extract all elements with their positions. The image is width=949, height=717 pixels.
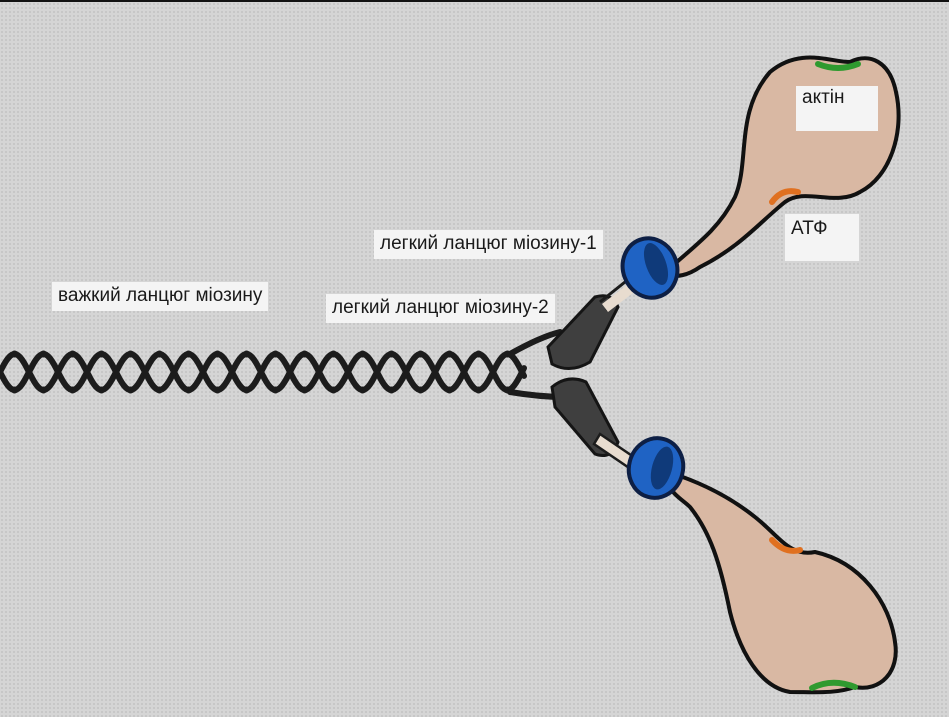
heavy-chain-bead xyxy=(359,386,366,394)
heavy-chain-bead xyxy=(69,386,76,394)
heavy-chain-bead xyxy=(460,368,468,376)
heavy-chain-bead xyxy=(446,386,453,394)
heavy-chain-bead xyxy=(199,368,207,376)
heavy-chain-bead xyxy=(330,386,337,394)
lower-atp-site xyxy=(769,537,803,554)
heavy-chain-bead xyxy=(11,350,18,358)
heavy-chain-bead xyxy=(417,350,424,358)
heavy-chain-bead xyxy=(243,350,250,358)
heavy-chain-bead xyxy=(301,350,308,358)
heavy-chain-bead xyxy=(344,368,352,376)
heavy-chain-bead xyxy=(0,368,4,376)
heavy-chain-bead xyxy=(388,386,395,394)
heavy-chain-bead xyxy=(417,386,424,394)
heavy-chain-bead xyxy=(69,350,76,358)
heavy-chain-bead xyxy=(257,368,265,376)
light-chain-2-label: легкий ланцюг міозину-2 xyxy=(326,294,555,323)
heavy-chain-bead xyxy=(243,386,250,394)
heavy-chain-bead xyxy=(127,350,134,358)
heavy-chain-bead xyxy=(388,350,395,358)
heavy-chain-bead xyxy=(98,350,105,358)
heavy-chain-bead xyxy=(330,350,337,358)
heavy-chain-bead xyxy=(272,386,279,394)
heavy-chain-bead xyxy=(518,368,526,376)
heavy-chain-bead xyxy=(83,368,91,376)
heavy-chain-bead xyxy=(141,368,149,376)
heavy-chain-bead xyxy=(228,368,236,376)
heavy-chain-bead xyxy=(301,386,308,394)
lower-motor-head xyxy=(665,469,898,695)
heavy-chain-bead xyxy=(475,350,482,358)
heavy-chain-bead xyxy=(272,350,279,358)
heavy-chain-bead xyxy=(185,350,192,358)
heavy-chain-bead xyxy=(475,386,482,394)
heavy-chain-bead xyxy=(54,368,62,376)
heavy-chain-bead xyxy=(127,386,134,394)
upper-atp-site xyxy=(769,188,801,205)
light-chain-1-upper xyxy=(620,236,680,300)
heavy-chain-bead xyxy=(359,350,366,358)
heavy-chain-bead xyxy=(185,386,192,394)
heavy-chain-label: важкий ланцюг міозину xyxy=(52,282,269,311)
upper-actin-site xyxy=(815,61,861,71)
heavy-chain-bead xyxy=(402,368,410,376)
light-chain-2-upper xyxy=(546,294,620,370)
heavy-chain-bead xyxy=(98,386,105,394)
heavy-chain-bead xyxy=(431,368,439,376)
heavy-chain-bead xyxy=(373,368,381,376)
heavy-chain-bead xyxy=(214,350,221,358)
heavy-chain-bead xyxy=(156,386,163,394)
heavy-chain-bead xyxy=(286,368,294,376)
heavy-chain-bead xyxy=(25,368,33,376)
heavy-chain-bead xyxy=(446,350,453,358)
light-chain-1-label: легкий ланцюг міозину-1 xyxy=(374,230,603,259)
heavy-chain-bead xyxy=(112,368,120,376)
heavy-chain-bead xyxy=(11,386,18,394)
heavy-chain-bead xyxy=(40,350,47,358)
actin-label: актін xyxy=(796,86,878,131)
heavy-chain-bead xyxy=(214,386,221,394)
heavy-chain-bead xyxy=(170,368,178,376)
heavy-chain-bead xyxy=(489,368,497,376)
atp-label: АТФ xyxy=(785,214,859,261)
lower-actin-site xyxy=(809,679,858,691)
heavy-chain-bead xyxy=(156,350,163,358)
heavy-chain-bead xyxy=(315,368,323,376)
light-chain-1-lower xyxy=(626,436,686,500)
heavy-chain-bead xyxy=(40,386,47,394)
